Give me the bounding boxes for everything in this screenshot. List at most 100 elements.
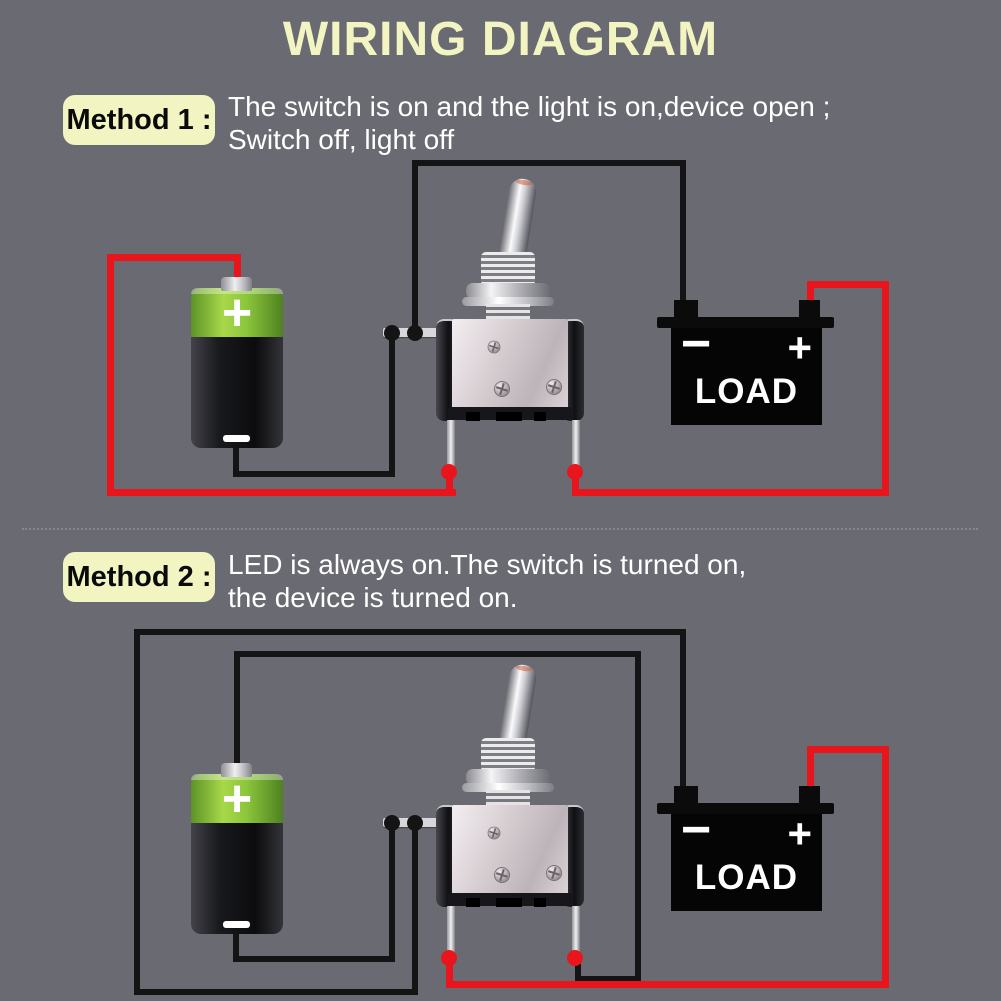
load-label: LOAD <box>694 372 799 411</box>
screw-icon <box>546 379 562 395</box>
toggle-switch-illustration <box>436 176 584 472</box>
battery-positive-end <box>191 288 283 337</box>
connection-dot <box>407 325 423 341</box>
connection-dot <box>384 815 400 831</box>
wire-black-segment <box>389 823 395 962</box>
load-label: LOAD <box>694 858 799 897</box>
load-plus-symbol: + <box>787 810 812 857</box>
connection-dot <box>567 464 583 480</box>
wire-black-segment <box>134 989 418 995</box>
wire-black-segment <box>234 651 641 657</box>
screw-icon <box>487 826 501 840</box>
wire-red-segment <box>882 746 889 988</box>
wire-black-segment <box>575 976 641 982</box>
battery-terminal-cap <box>221 277 252 291</box>
wire-black-segment <box>412 823 418 995</box>
wire-black-segment <box>234 651 240 765</box>
switch-pin <box>447 906 455 958</box>
switch-face-plate <box>452 319 568 412</box>
method-2-description: LED is always on.The switch is turned on… <box>228 548 988 614</box>
load-positive-terminal <box>799 786 820 804</box>
wire-black-segment <box>233 930 239 962</box>
battery-terminal-cap <box>221 763 252 777</box>
wire-red-segment <box>807 746 814 790</box>
wire-red-segment <box>882 281 889 496</box>
switch-pin <box>572 420 580 472</box>
battery-illustration: + <box>191 277 283 448</box>
wire-black-segment <box>134 629 686 635</box>
wire-red-segment <box>107 254 241 261</box>
threaded-bushing <box>481 252 535 286</box>
wire-red-segment <box>572 489 889 496</box>
lever-tip <box>515 178 533 187</box>
wire-black-segment <box>412 160 686 166</box>
battery-body <box>191 823 283 934</box>
toggle-switch-illustration <box>436 662 584 958</box>
connection-dot <box>384 325 400 341</box>
method-1-description: The switch is on and the light is on,dev… <box>228 90 988 156</box>
load-positive-terminal <box>799 300 820 318</box>
load-body: − + LOAD <box>671 801 822 911</box>
wire-red-segment <box>107 489 456 496</box>
connection-dot <box>441 464 457 480</box>
battery-minus-symbol <box>223 435 250 442</box>
method-2-desc-line-2: the device is turned on. <box>228 582 518 613</box>
lever-tip <box>515 664 533 673</box>
switch-pin <box>447 420 455 472</box>
threaded-bushing <box>481 738 535 772</box>
wire-red-segment <box>572 470 579 496</box>
connection-dot <box>567 950 583 966</box>
hex-nut <box>466 769 550 785</box>
lower-thread <box>486 304 530 319</box>
battery-plus-symbol: + <box>221 770 253 828</box>
load-plus-symbol: + <box>787 324 812 371</box>
wire-red-segment <box>810 746 889 753</box>
switch-body <box>436 803 584 907</box>
load-top-bar <box>657 803 834 814</box>
wire-black-segment <box>389 333 395 477</box>
method-1-desc-line-2: Switch off, light off <box>228 124 455 155</box>
screw-icon <box>487 340 501 354</box>
connection-dot <box>441 950 457 966</box>
load-box: − + LOAD <box>657 300 834 425</box>
washer <box>462 783 554 792</box>
washer <box>462 297 554 306</box>
screw-icon <box>494 867 510 883</box>
screw-icon <box>546 865 562 881</box>
wire-black-segment <box>635 651 641 982</box>
wire-black-segment <box>575 954 581 982</box>
wire-red-segment <box>446 981 889 988</box>
wire-black-segment <box>233 446 239 477</box>
battery-body <box>191 337 283 448</box>
wire-red-segment <box>807 281 814 307</box>
load-body: − + LOAD <box>671 315 822 425</box>
wire-red-segment <box>810 281 889 288</box>
load-minus-symbol: − <box>681 315 712 373</box>
load-top-bar <box>657 317 834 328</box>
wire-black-segment <box>680 160 686 305</box>
load-negative-terminal <box>674 300 698 318</box>
method-1-badge: Method 1 : <box>63 95 215 145</box>
wire-red-segment <box>234 254 241 294</box>
method-2-badge: Method 2 : <box>63 552 215 602</box>
battery-plus-symbol: + <box>221 284 253 342</box>
method-1-desc-line-1: The switch is on and the light is on,dev… <box>228 91 831 122</box>
battery-illustration: + <box>191 763 283 934</box>
wire-red-segment <box>446 956 453 988</box>
connection-dot <box>407 815 423 831</box>
lower-thread <box>486 790 530 805</box>
wire-black-segment <box>412 160 418 335</box>
method-2-desc-line-1: LED is always on.The switch is turned on… <box>228 549 747 580</box>
switch-body <box>436 317 584 421</box>
section-divider <box>22 528 978 530</box>
load-negative-terminal <box>674 786 698 804</box>
wire-black-segment <box>680 629 686 789</box>
load-minus-symbol: − <box>681 801 712 859</box>
battery-positive-end <box>191 774 283 823</box>
wire-red-segment <box>446 470 453 496</box>
wire-black-segment <box>233 956 395 962</box>
switch-pin <box>572 906 580 958</box>
wire-black-segment <box>233 471 395 477</box>
wire-black-segment <box>134 629 140 995</box>
